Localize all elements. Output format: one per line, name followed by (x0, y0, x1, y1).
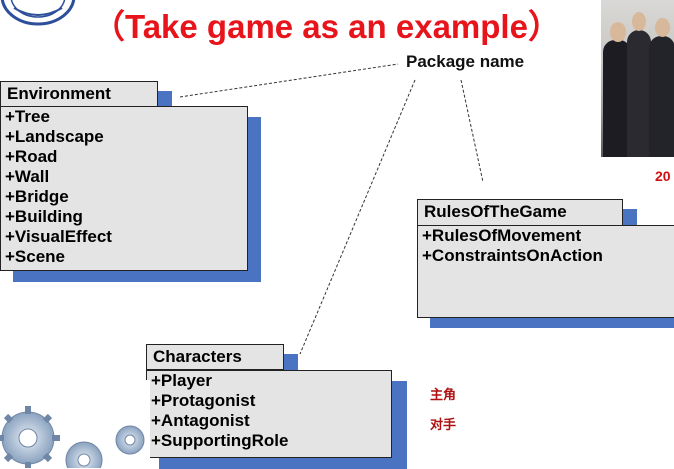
list-item: +Building (5, 207, 83, 226)
list-item: +Antagonist (151, 411, 250, 430)
package-characters: Characters +Player +Protagonist +Antagon… (146, 344, 408, 469)
package-environment: Environment +Tree +Landscape +Road +Wall… (0, 81, 262, 282)
package-item-list: +Player +Protagonist +Antagonist +Suppor… (147, 371, 391, 451)
package-tab: RulesOfTheGame (417, 199, 623, 226)
list-item: +Tree (5, 107, 50, 126)
protagonist-annotation: 主角 (430, 387, 457, 402)
gears-decoration-icon (0, 380, 150, 468)
list-item: +Bridge (5, 187, 69, 206)
list-item: +Protagonist (151, 391, 256, 410)
list-item: +Wall (5, 167, 50, 186)
package-item-list: +Tree +Landscape +Road +Wall +Bridge +Bu… (1, 107, 247, 267)
list-item: +Player (151, 371, 212, 390)
package-tab: Environment (0, 81, 158, 107)
package-rules-of-the-game: RulesOfTheGame +RulesOfMovement +Constra… (417, 199, 674, 329)
antagonist-annotation: 对手 (430, 417, 457, 432)
package-body: +RulesOfMovement +ConstraintsOnAction (417, 225, 674, 318)
package-name-label: Package name (406, 52, 525, 71)
package-tab: Characters (146, 344, 284, 370)
list-item: +SupportingRole (151, 431, 289, 450)
list-item: +VisualEffect (5, 227, 112, 246)
university-logo (0, 0, 76, 26)
corner-text: 20 (655, 168, 671, 184)
list-item: +Scene (5, 247, 66, 266)
group-photo (601, 0, 674, 157)
list-item: +RulesOfMovement (422, 226, 582, 245)
list-item: +Road (5, 147, 58, 166)
package-body: +Player +Protagonist +Antagonist +Suppor… (146, 370, 392, 458)
slide-title: （Take game as an example） (92, 8, 561, 45)
package-body: +Tree +Landscape +Road +Wall +Bridge +Bu… (0, 106, 248, 271)
package-item-list: +RulesOfMovement +ConstraintsOnAction (418, 226, 674, 266)
list-item: +Landscape (5, 127, 104, 146)
list-item: +ConstraintsOnAction (422, 246, 603, 265)
